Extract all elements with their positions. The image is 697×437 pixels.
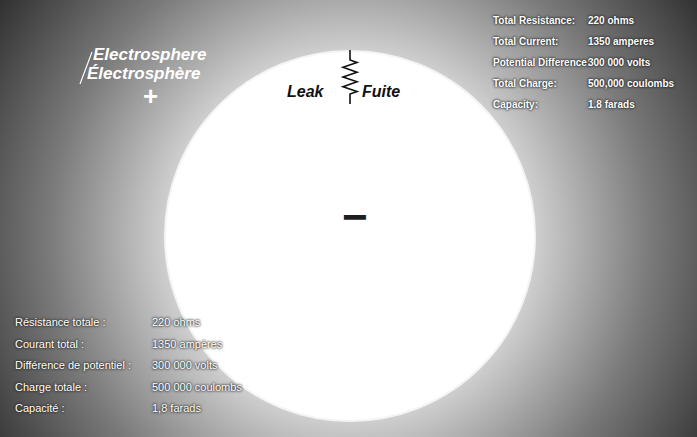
table-value: 300 000 volts: [152, 359, 217, 372]
table-key: Résistance totale :: [15, 316, 106, 329]
electrosphere-ring: −ElectrosphereÉlectrosphère+: [164, 50, 536, 422]
table-value: 500,000 coulombs: [588, 78, 674, 90]
table-key: Total Current:: [493, 36, 558, 48]
table-value: 300 000 volts: [588, 57, 650, 69]
table-key: Différence de potentiel :: [15, 359, 131, 372]
table-key: Total Resistance:: [493, 15, 575, 27]
region-label: Électrosphère: [87, 64, 200, 84]
table-value: 1350 amperes: [588, 36, 654, 48]
table-key: Total Charge:: [493, 78, 557, 90]
table-value: 1,8 farads: [152, 402, 201, 415]
leak-label: Fuite: [362, 83, 400, 101]
table-key: Courant total :: [15, 338, 84, 351]
table-value: 220 ohms: [588, 15, 634, 27]
table-key: Capacité :: [15, 402, 65, 415]
electrosphere-disc: [165, 51, 535, 421]
table-key: Charge totale :: [15, 381, 87, 394]
table-key: Capacity:: [493, 99, 538, 111]
table-value: 500 000 coulombs: [152, 381, 242, 394]
region-label: Electrosphere: [93, 45, 206, 65]
table-value: 1350 ampères: [152, 338, 222, 351]
charge-sign: −: [342, 192, 368, 243]
table-value: 1.8 farads: [588, 99, 635, 111]
table-key: Potential Difference:: [493, 57, 590, 69]
table-value: 220 ohms: [152, 316, 200, 329]
leak-label: Leak: [287, 83, 323, 101]
charge-sign: +: [143, 82, 158, 112]
